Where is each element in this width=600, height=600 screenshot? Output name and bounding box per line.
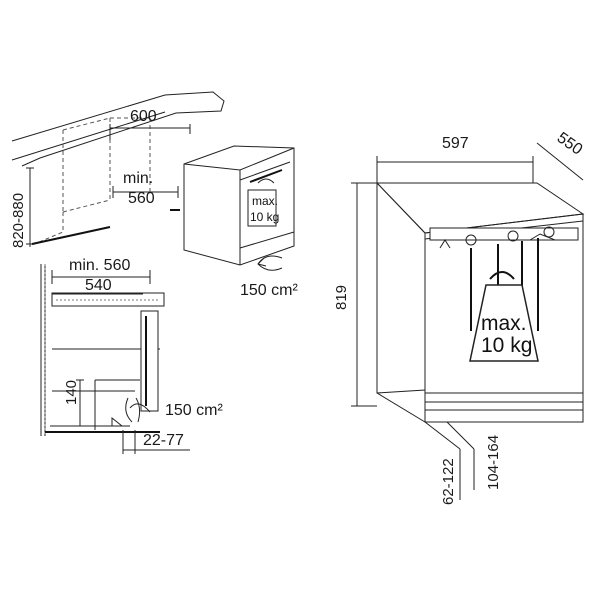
appliance-plinth	[424, 392, 584, 423]
appliance-top	[375, 182, 585, 234]
section-foot	[111, 416, 124, 427]
appliance-width-label: 597	[442, 135, 469, 152]
width-dimension-ticks	[109, 124, 191, 140]
plinth-side	[376, 392, 426, 423]
niche-floor-edge	[31, 212, 64, 246]
section-view: min. 560 540 140 150 cm² 22-77	[40, 257, 223, 454]
section-offset-label: 22-77	[143, 432, 184, 449]
weight-handle-small	[257, 178, 275, 184]
worktop-outline	[11, 91, 225, 167]
floor-line	[31, 226, 111, 245]
hinge-detail-3	[543, 226, 555, 238]
weight-handle	[489, 271, 515, 280]
hinge-brackets	[439, 233, 556, 249]
height-dimension-ticks-right	[351, 182, 377, 407]
section-ventilation-label: 150 cm²	[165, 402, 223, 419]
door-rails	[470, 238, 539, 331]
appliance-depth-label: 550	[554, 129, 586, 158]
fridge-plinth-line	[239, 231, 295, 249]
ventilation-label-top: 150 cm²	[240, 282, 298, 299]
section-airflow-arrow	[129, 403, 151, 413]
niche-width-label: 600	[130, 108, 157, 125]
fridge-box-outline	[183, 145, 295, 266]
weight-max-small: max.	[252, 194, 278, 208]
fridge-door-top	[239, 161, 291, 181]
section-plinth-height-label: 140	[63, 380, 80, 405]
depth-dimension-line-right	[536, 142, 584, 181]
hinge-detail-2	[507, 230, 519, 242]
section-min-depth-label: min. 560	[69, 257, 130, 274]
min-depth-label: min.	[123, 170, 153, 187]
niche-installation-view: 600 min. 560 820-880 max. 10 kg 150 cm²	[10, 91, 298, 299]
weight-body	[469, 284, 539, 362]
appliance-side	[376, 181, 426, 394]
appliance-view: max. 10 kg 597 550 819 62-122 104-164	[333, 129, 585, 505]
weight-kg-small: 10 kg	[250, 210, 279, 224]
section-plinth-height-ticks	[76, 379, 84, 427]
width-dimension-ticks-right	[376, 156, 534, 183]
section-body-lines	[94, 379, 140, 430]
foot-range-a: 62-122	[440, 458, 457, 505]
weight-body-small	[247, 189, 277, 227]
foot-extension-lines	[424, 421, 475, 500]
height-range-label: 820-880	[10, 193, 27, 248]
hinge-strip	[429, 227, 579, 241]
section-depth-label: 540	[85, 277, 112, 294]
depth-dimension-ticks	[112, 186, 179, 198]
min-depth-value: 560	[128, 190, 155, 207]
airflow-arrowhead-small	[257, 257, 267, 267]
hinge-detail-1	[465, 234, 477, 246]
worktop-underside	[11, 111, 166, 161]
appliance-height-label: 819	[333, 285, 350, 310]
plinth-vent-lines	[425, 401, 583, 411]
section-vent-channel	[125, 397, 141, 423]
weight-kg: 10 kg	[481, 334, 532, 357]
foot-range-b: 104-164	[485, 435, 502, 490]
weight-max: max.	[481, 312, 527, 335]
section-door	[140, 310, 159, 412]
fridge-hinge-bar	[249, 169, 283, 183]
height-dimension-ticks	[26, 167, 34, 245]
section-min-depth-ticks	[51, 270, 151, 284]
niche-outline	[62, 117, 151, 213]
airflow-arrow-small	[257, 255, 283, 271]
